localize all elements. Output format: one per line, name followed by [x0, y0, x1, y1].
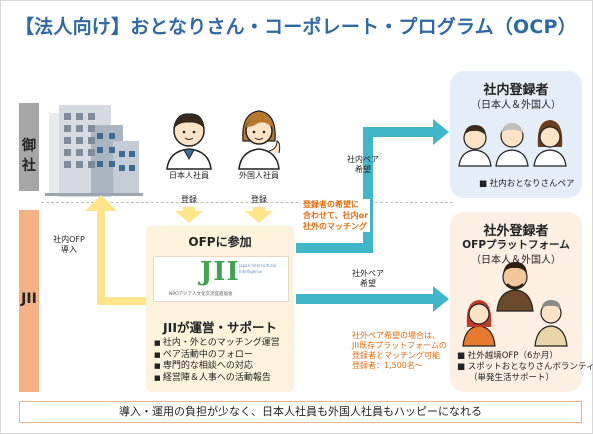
intro-arrow: [85, 195, 146, 305]
internal-registrants-bullet: ■ 社内おとなりさんペア: [479, 179, 575, 189]
jii-band-label: JII: [21, 291, 37, 307]
register-label-foreign: 登録: [251, 195, 267, 204]
ofp-bullet: 経営陣＆人事への活動報告: [154, 373, 280, 385]
company-band-label: 御社: [22, 138, 36, 174]
jii-logo: [153, 256, 289, 302]
japanese-employee-label: 日本人社員: [169, 171, 209, 180]
company-band: [19, 103, 39, 191]
foreign-employee-label: 外国人社員: [239, 171, 279, 180]
page-title: 【法人向け】おとなりさん・コーポレート・プログラム（OCP）: [15, 16, 577, 38]
jii-logo-caption: NPOアジア人文化交流促進協会: [169, 292, 233, 297]
external-people-icons: [462, 262, 568, 347]
external-registrants-subtitle: （日本人＆外国人）: [471, 255, 561, 266]
ofp-bullet: ペア活動中のフォロー: [154, 350, 280, 362]
jii-logo-tagline: Japan Intercultural Intelligence: [239, 263, 276, 274]
external-registrants-bullets: ■ 社外越境OFP（6か月） ■ スポットおとなりさんボランティア （単発生活サ…: [457, 351, 593, 383]
outside-matching-note: 社外ペア希望の場合は、 JII既存プラットフォームの 登録者とマッチング可能 登…: [352, 331, 447, 370]
jii-band: [19, 210, 39, 392]
pair-arrows: [296, 119, 449, 312]
japanese-employee-icon: [166, 113, 212, 170]
internal-registrants-title: 社内登録者: [483, 83, 549, 98]
jii-logo-text: JII: [200, 257, 240, 287]
jii-operate-title: JIIが運営・サポート: [163, 320, 277, 335]
external-registrants-platform: OFPプラットフォーム: [462, 239, 570, 251]
internal-registrants-subtitle: （日本人＆外国人）: [471, 100, 561, 111]
register-label-japanese: 登録: [181, 195, 197, 204]
foreign-employee-icon: [238, 110, 281, 170]
ofp-bullet: 専門的な相談への対応: [154, 361, 280, 373]
ofp-participate-label: OFPに参加: [188, 235, 252, 249]
company-building-icon: [45, 105, 143, 197]
in-pair-arrow-label: 社内ペア希望: [347, 155, 379, 174]
internal-people-icons: [458, 120, 567, 167]
external-registrants-title: 社外登録者: [483, 224, 549, 239]
ofp-bullet: 社内・外とのマッチング運営: [154, 338, 280, 350]
matching-note: 登録者の希望に 合わせて、社内or 社外のマッチング: [301, 199, 371, 232]
out-pair-arrow-label: 社外ペア希望: [352, 269, 384, 288]
summary-footer: 導入・運用の負担が少なく、日本人社員も外国人社員もハッピーになれる: [19, 401, 582, 423]
ofp-bullet-list: 社内・外とのマッチング運営 ペア活動中のフォロー 専門的な相談への対応 経営陣＆…: [154, 338, 280, 384]
register-arrows: [175, 207, 273, 223]
section-divider: [41, 202, 453, 203]
